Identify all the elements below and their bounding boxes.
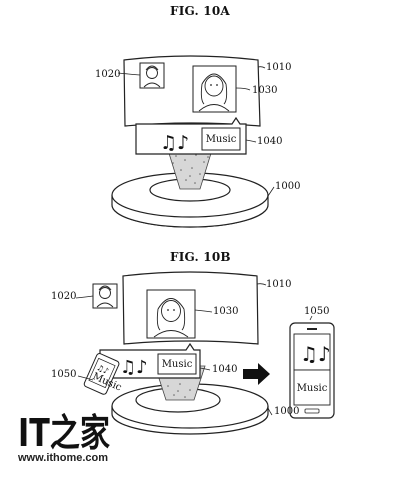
fig-b-leader-lines (75, 283, 313, 416)
fig-b-phone-device (289, 322, 335, 419)
fig-b-label-1040: 1040 (212, 364, 238, 375)
figure-10b-title: FIG. 10B (170, 250, 231, 264)
fig-b-label-1030: 1030 (213, 306, 239, 317)
fig-a-music-bubble (135, 116, 247, 155)
figure-10a-drawing: ♫♪ Music (111, 55, 275, 228)
fig-b-label-1020: 1020 (51, 291, 77, 302)
fig-b-music-label: Music (162, 359, 193, 370)
watermark-logo-text: IT之家 (18, 411, 110, 454)
fig-a-music-notes-icon: ♫♪ (160, 132, 189, 154)
fig-b-small-phone: ♫♪ Music (83, 353, 124, 395)
figure-10a-title: FIG. 10A (170, 4, 230, 18)
fig-b-right-arrow-icon (243, 363, 270, 385)
fig-a-label-1020: 1020 (95, 69, 121, 80)
watermark-url: www.ithome.com (18, 452, 109, 464)
fig-a-label-1010: 1010 (266, 62, 292, 73)
fig-b-label-1000: 1000 (274, 406, 300, 417)
fig-b-large-portrait (146, 289, 196, 339)
fig-a-music-label: Music (206, 134, 237, 145)
fig-b-small-avatar (92, 283, 118, 309)
fig-b-music-bubble (99, 342, 201, 379)
watermark-logo: IT之家 (18, 411, 110, 454)
fig-a-label-1030: 1030 (252, 85, 278, 96)
figure-10b-drawing: ♫♪ Music ♫♪ Music ♫♪ Music (75, 271, 335, 435)
fig-a-label-1000: 1000 (275, 181, 301, 192)
fig-b-music-notes-icon: ♫♪ (120, 357, 148, 378)
fig-b-label-1050: 1050 (51, 369, 77, 380)
fig-a-label-1040: 1040 (257, 136, 283, 147)
fig-a-leader-lines (117, 66, 275, 197)
fig-b-phone-music-notes-icon: ♫♪ (300, 342, 331, 366)
fig-a-large-portrait (192, 65, 237, 113)
fig-b-phone-music-label: Music (297, 383, 328, 394)
fig-a-base-disc (111, 172, 269, 228)
fig-a-small-avatar (139, 62, 165, 89)
fig-a-projection-cone (167, 149, 213, 190)
fig-b-label-1010: 1010 (266, 279, 292, 290)
fig-b-label-1050-phone: 1050 (304, 306, 330, 317)
